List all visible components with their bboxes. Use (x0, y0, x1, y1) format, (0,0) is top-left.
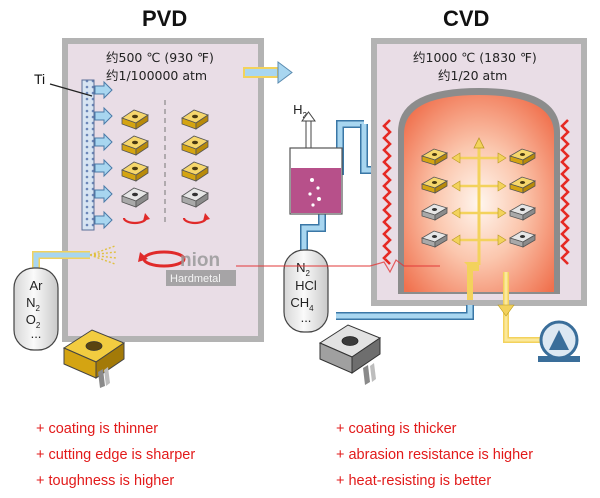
pvd-gas-ar: Ar (30, 278, 44, 293)
watermark-brand: nion (180, 250, 220, 271)
pvd-ion-arrows-icon (94, 80, 113, 230)
cvd-point-1: + coating is thicker (336, 421, 457, 437)
cvd-inserts-right (509, 148, 536, 248)
pvd-gas-pipe (32, 245, 117, 270)
pvd-point-2: + cutting edge is sharper (36, 447, 196, 463)
pvd-gas-o2: O2 (26, 312, 41, 330)
pvd-gas-n2: N2 (26, 295, 40, 313)
ti-leader-line (49, 83, 93, 97)
insert-icon (121, 109, 149, 130)
insert-icon (509, 203, 536, 221)
pvd-point-1: + coating is thinner (36, 421, 159, 437)
insert-icon (421, 230, 448, 248)
cvd-inlet-arrow-icon (464, 262, 480, 270)
insert-icon (421, 148, 448, 166)
watermark: nion Hardmetal (166, 250, 440, 286)
insert-icon (121, 135, 149, 156)
ti-target-icon (81, 79, 95, 231)
pvd-sample-insert-icon (62, 329, 126, 388)
insert-icon (121, 161, 149, 182)
big-rotation-arrow-icon (138, 250, 186, 268)
pvd-temperature: 约500 ℃ (930 ℉) (106, 50, 214, 65)
pvd-inserts-right (181, 109, 209, 208)
insert-icon (181, 135, 209, 156)
cvd-pressure: 约1/20 atm (438, 68, 507, 83)
cvd-gas-hcl: HCl (295, 278, 317, 293)
insert-icon (509, 148, 536, 166)
heater-coil-right-icon (560, 119, 570, 265)
vacuum-pump-icon (538, 320, 580, 362)
cvd-gas-ch4: CH4 (290, 295, 314, 313)
rotation-arrow-icon (182, 213, 210, 225)
pvd-gas-cylinder (13, 267, 59, 351)
cvd-gas-n2: N2 (296, 260, 310, 278)
watermark-sub: Hardmetal (170, 273, 221, 285)
ti-label: Ti (34, 71, 45, 87)
pvd-inserts-left (121, 109, 149, 208)
insert-icon (421, 203, 448, 221)
rotation-arrow-icon (122, 213, 150, 225)
h2-label: H2 (293, 102, 307, 120)
insert-icon (421, 176, 448, 194)
cvd-point-2: + abrasion resistance is higher (336, 447, 534, 463)
insert-icon (181, 109, 209, 130)
pvd-point-3: + toughness is higher (36, 473, 175, 489)
cvd-sample-insert-icon (318, 324, 382, 385)
cvd-gas-more: ... (301, 310, 312, 325)
pvd-title: PVD (142, 6, 187, 31)
insert-icon (181, 187, 209, 208)
cvd-point-3: + heat-resisting is better (336, 473, 492, 489)
insert-icon (509, 230, 536, 248)
pvd-outlet-arrow-icon (243, 61, 293, 84)
cvd-exhaust-arrow-icon (497, 304, 515, 317)
pvd-pressure: 约1/100000 atm (106, 68, 207, 83)
insert-icon (509, 176, 536, 194)
cvd-inserts-left (421, 148, 448, 248)
cvd-title: CVD (443, 6, 489, 31)
cvd-temperature: 约1000 ℃ (1830 ℉) (413, 50, 537, 65)
cvd-gas-distribution (451, 137, 507, 265)
cvd-gas-cylinder (283, 249, 329, 333)
pvd-gas-more: ... (31, 326, 42, 341)
insert-icon (121, 187, 149, 208)
insert-icon (181, 161, 209, 182)
cvd-bubbler (289, 147, 343, 215)
heater-coil-left-icon (382, 119, 392, 265)
